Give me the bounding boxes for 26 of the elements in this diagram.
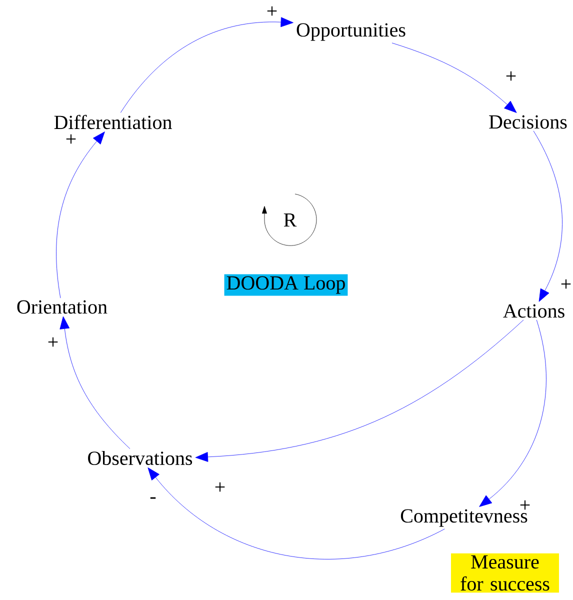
loop-label: R — [284, 213, 297, 227]
arrow — [479, 320, 546, 507]
arrow — [533, 130, 562, 302]
arrow — [392, 42, 517, 113]
arrow — [148, 467, 445, 560]
polarity-sign: + — [520, 500, 530, 510]
polarity-sign: + — [215, 482, 225, 492]
polarity-sign: + — [48, 337, 58, 347]
arrow — [56, 132, 105, 298]
variable-label: Differentiation — [54, 114, 172, 130]
variable-label: Competitevness — [400, 509, 528, 527]
polarity-sign: + — [267, 6, 277, 16]
title-box: DOODA Loop — [224, 274, 348, 296]
variable-label: Opportunities — [296, 23, 406, 41]
variable-label: Decisions — [489, 115, 567, 129]
polarity-sign: + — [506, 71, 516, 81]
arrow — [120, 17, 294, 113]
polarity-sign: + — [66, 134, 76, 144]
polarity-sign: - — [150, 497, 156, 499]
arrow — [60, 316, 130, 449]
variable-label: Observations — [88, 450, 192, 466]
note-box: Measure for success — [451, 553, 559, 593]
arrow — [195, 320, 524, 462]
variable-label: Orientation — [17, 300, 108, 314]
variable-label: Actions — [503, 304, 564, 318]
polarity-sign: + — [561, 279, 571, 289]
